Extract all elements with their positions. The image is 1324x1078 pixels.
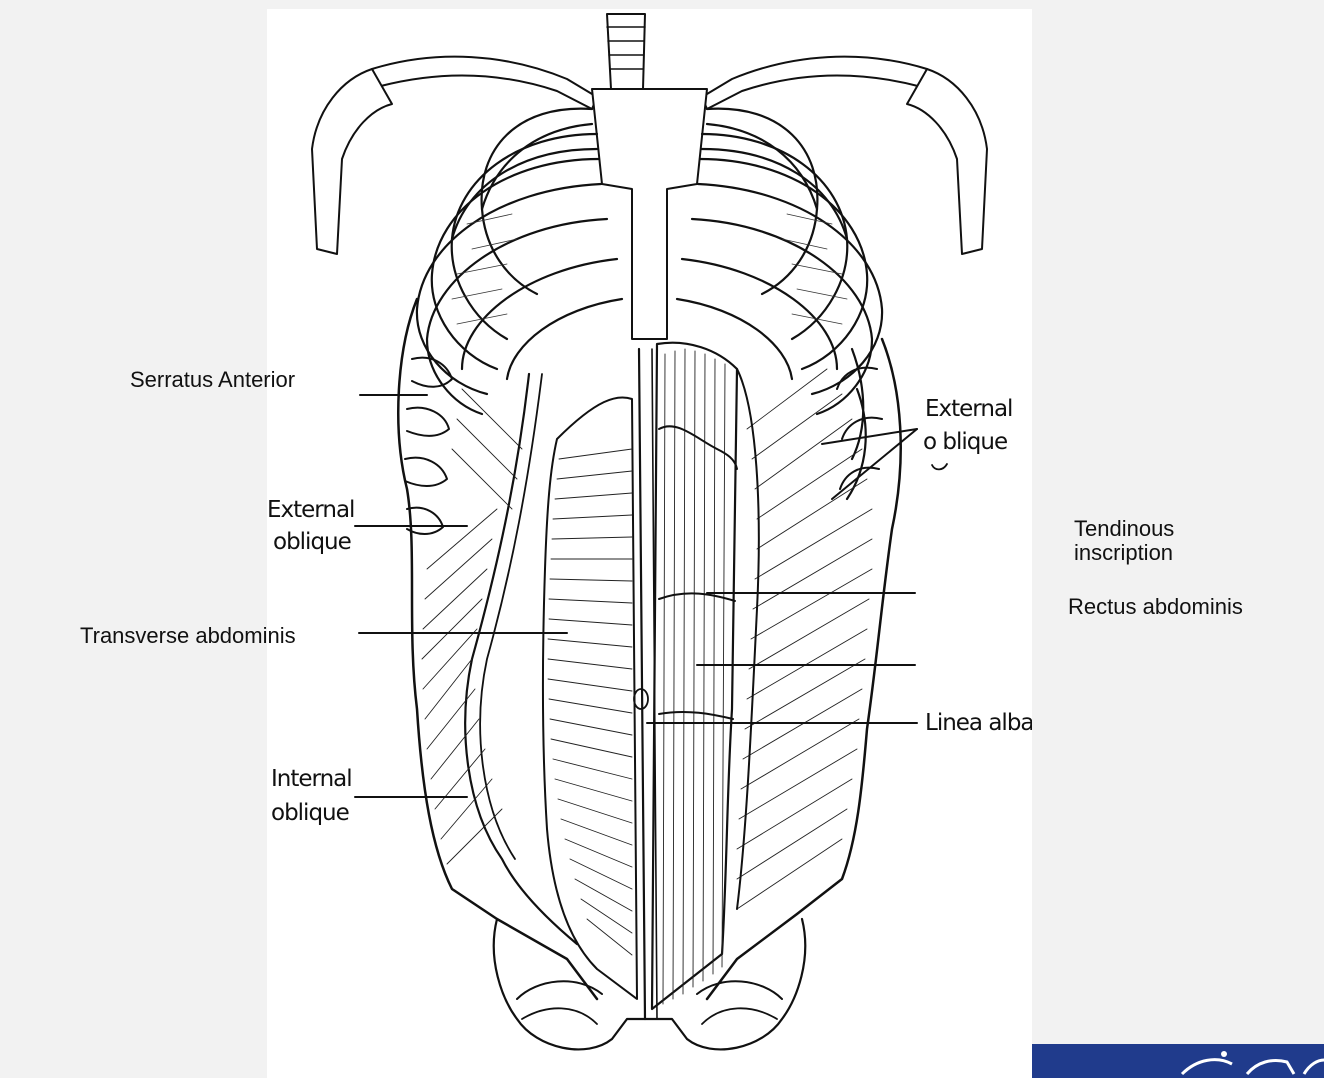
corner-logo (1032, 1044, 1324, 1078)
right-ribs (675, 107, 884, 501)
left-clavicle (371, 55, 598, 110)
label-external-oblique-right-1: External (925, 396, 1013, 422)
rectus-abdominis-outline (650, 341, 739, 1011)
linea-alba-line (637, 347, 647, 1021)
serratus-digitations (404, 356, 883, 535)
left-sheath-line (464, 372, 579, 946)
label-tendinous-inscription-2: inscription (1074, 540, 1174, 565)
pelvis (492, 917, 807, 1051)
left-shoulder (311, 68, 393, 255)
handwritten-mark (931, 463, 948, 471)
left-ribs (415, 107, 624, 416)
right-oblique-fibers (736, 368, 873, 910)
cervical-spine (606, 13, 646, 90)
transverse-fibers (547, 448, 633, 956)
right-torso-outline (705, 337, 902, 1001)
label-transverse-abdominis: Transverse abdominis (80, 623, 296, 648)
transverse-abdominis-outline (541, 396, 638, 1000)
left-oblique-fibers (421, 388, 523, 865)
label-serratus-anterior: Serratus Anterior (130, 367, 296, 392)
rectus-fibers (662, 348, 726, 1005)
label-tendinous-inscription-1: Tendinous (1074, 516, 1175, 541)
left-torso-outline (397, 297, 599, 1001)
sternum (591, 88, 708, 340)
label-linea-alba: Linea alba (925, 710, 1032, 736)
label-internal-oblique-1: Internal (271, 766, 353, 792)
intercostal-hatching (451, 213, 848, 325)
label-rectus-abdominis: Rectus abdominis (1068, 594, 1243, 619)
label-external-oblique-left-1: External (267, 497, 355, 523)
pointer-external-oblique-right-b (831, 428, 918, 500)
logo-mark (1180, 1051, 1324, 1076)
abdominal-muscles-drawing (311, 13, 988, 1051)
tendinous-inscriptions (658, 425, 738, 720)
pointer-lines (354, 394, 918, 798)
right-shoulder (906, 68, 988, 255)
anatomy-illustration: External oblique Internal oblique Extern… (267, 9, 1032, 1078)
label-internal-oblique-2: oblique (271, 800, 350, 826)
right-clavicle (701, 55, 928, 110)
pointer-external-oblique-right-a (821, 428, 918, 445)
label-external-oblique-left-2: oblique (273, 529, 352, 555)
label-external-oblique-right-2: o blique (923, 429, 1008, 455)
umbilicus (633, 688, 649, 710)
